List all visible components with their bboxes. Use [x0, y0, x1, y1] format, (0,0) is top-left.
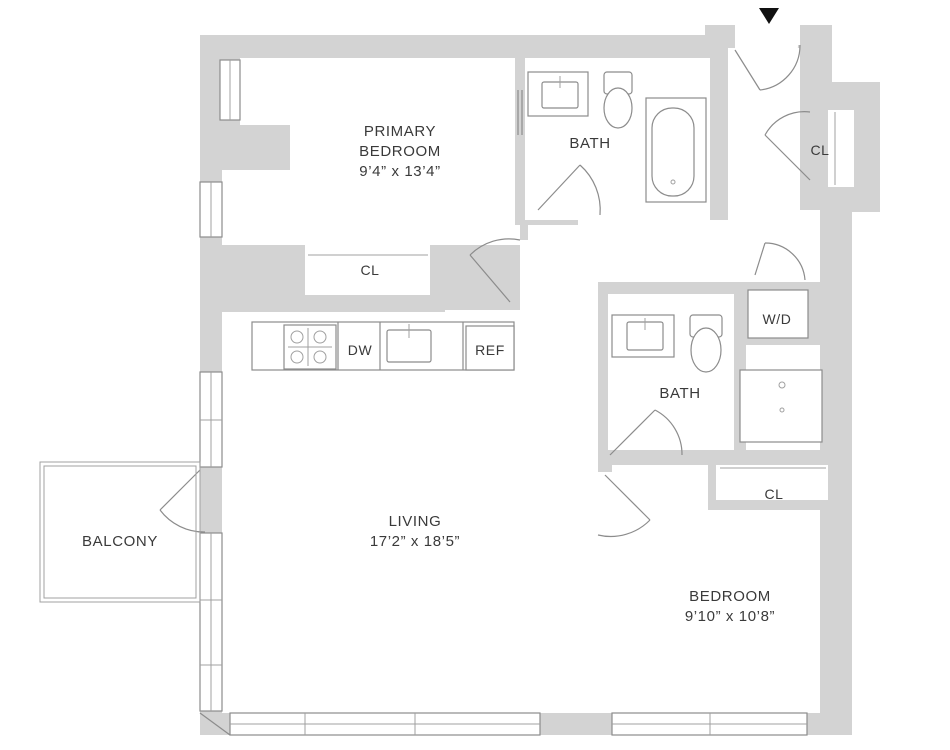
refrigerator-label: REF [475, 342, 505, 358]
primary-bedroom-label: PRIMARY BEDROOM 9’4” x 13’4” [330, 122, 470, 182]
kitchen-counter [251, 321, 515, 371]
balcony-label: BALCONY [82, 533, 158, 550]
living-name: LIVING [388, 513, 442, 530]
primary-bedroom-size: 9’4” x 13’4” [359, 163, 441, 180]
entry-arrow-icon [759, 8, 779, 24]
sink-icon [386, 324, 432, 363]
stove-icon [283, 324, 337, 370]
living-size: 17’2” x 18’5” [369, 533, 461, 550]
balcony-outline [39, 461, 201, 603]
second-bath-fixtures [611, 314, 823, 443]
primary-closet-label: CL [360, 262, 380, 278]
toilet-icon [689, 314, 723, 373]
primary-bedroom-name-line2: BEDROOM [359, 143, 441, 160]
laundry-label: W/D [762, 311, 792, 327]
bedroom-closet-label: CL [764, 486, 784, 502]
primary-bedroom-name-line1: PRIMARY [363, 123, 437, 140]
bedroom-label: BEDROOM 9’10” x 10’8” [655, 587, 805, 627]
windows [199, 59, 808, 736]
dishwasher-label: DW [347, 342, 373, 358]
primary-bath-fixtures [517, 71, 707, 203]
sink-icon [626, 318, 664, 351]
bedroom-name: BEDROOM [689, 588, 771, 605]
sink-icon [541, 76, 579, 109]
toilet-icon [603, 71, 633, 129]
bedroom-size: 9’10” x 10’8” [684, 608, 776, 625]
second-bath-label: BATH [659, 385, 701, 402]
entry-closet-label: CL [810, 142, 830, 158]
shower-icon [739, 369, 823, 443]
closet-shelves [308, 112, 836, 469]
primary-bath-label: BATH [569, 135, 611, 152]
bathtub-icon [645, 97, 707, 203]
living-label: LIVING 17’2” x 18’5” [330, 512, 500, 552]
